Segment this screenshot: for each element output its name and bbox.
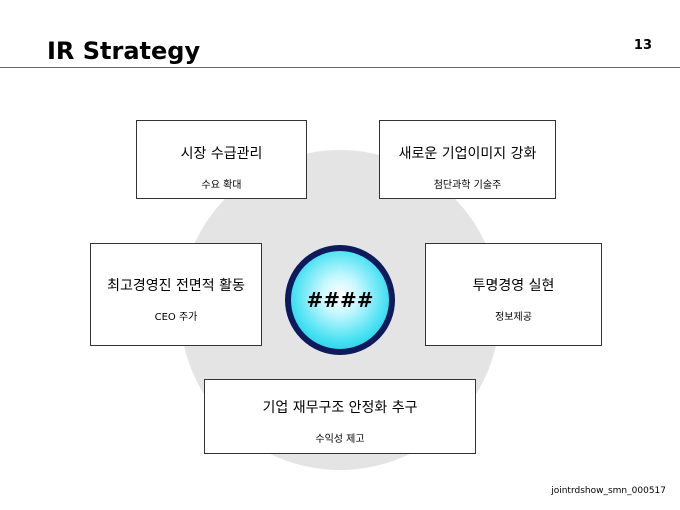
box-title: 최고경영진 전면적 활동: [107, 278, 245, 294]
box-subtitle: 수익성 제고: [315, 434, 365, 445]
page-number: 13: [633, 38, 652, 53]
box-subtitle: 정보제공: [495, 312, 532, 323]
box-subtitle: 수요 확대: [201, 180, 242, 191]
box-subtitle: CEO 주가: [154, 312, 198, 323]
box-executive-activity: 최고경영진 전면적 활동 CEO 주가: [90, 243, 262, 346]
box-financial-stability: 기업 재무구조 안정화 추구 수익성 제고: [204, 379, 476, 454]
footer-id: jointrdshow_smn_000517: [551, 486, 666, 496]
center-hub-label: ####: [306, 288, 374, 312]
box-title: 기업 재무구조 안정화 추구: [262, 400, 418, 416]
page-title: IR Strategy: [47, 37, 201, 65]
box-title: 새로운 기업이미지 강화: [398, 146, 537, 162]
header-divider: [0, 67, 680, 68]
box-title: 투명경영 실현: [472, 278, 555, 294]
center-hub-circle: ####: [285, 245, 395, 355]
box-corporate-image: 새로운 기업이미지 강화 첨단과학 기술주: [379, 120, 556, 199]
box-subtitle: 첨단과학 기술주: [433, 180, 502, 191]
box-market-supply: 시장 수급관리 수요 확대: [136, 120, 307, 199]
box-transparent-management: 투명경영 실현 정보제공: [425, 243, 602, 346]
box-title: 시장 수급관리: [180, 146, 263, 162]
